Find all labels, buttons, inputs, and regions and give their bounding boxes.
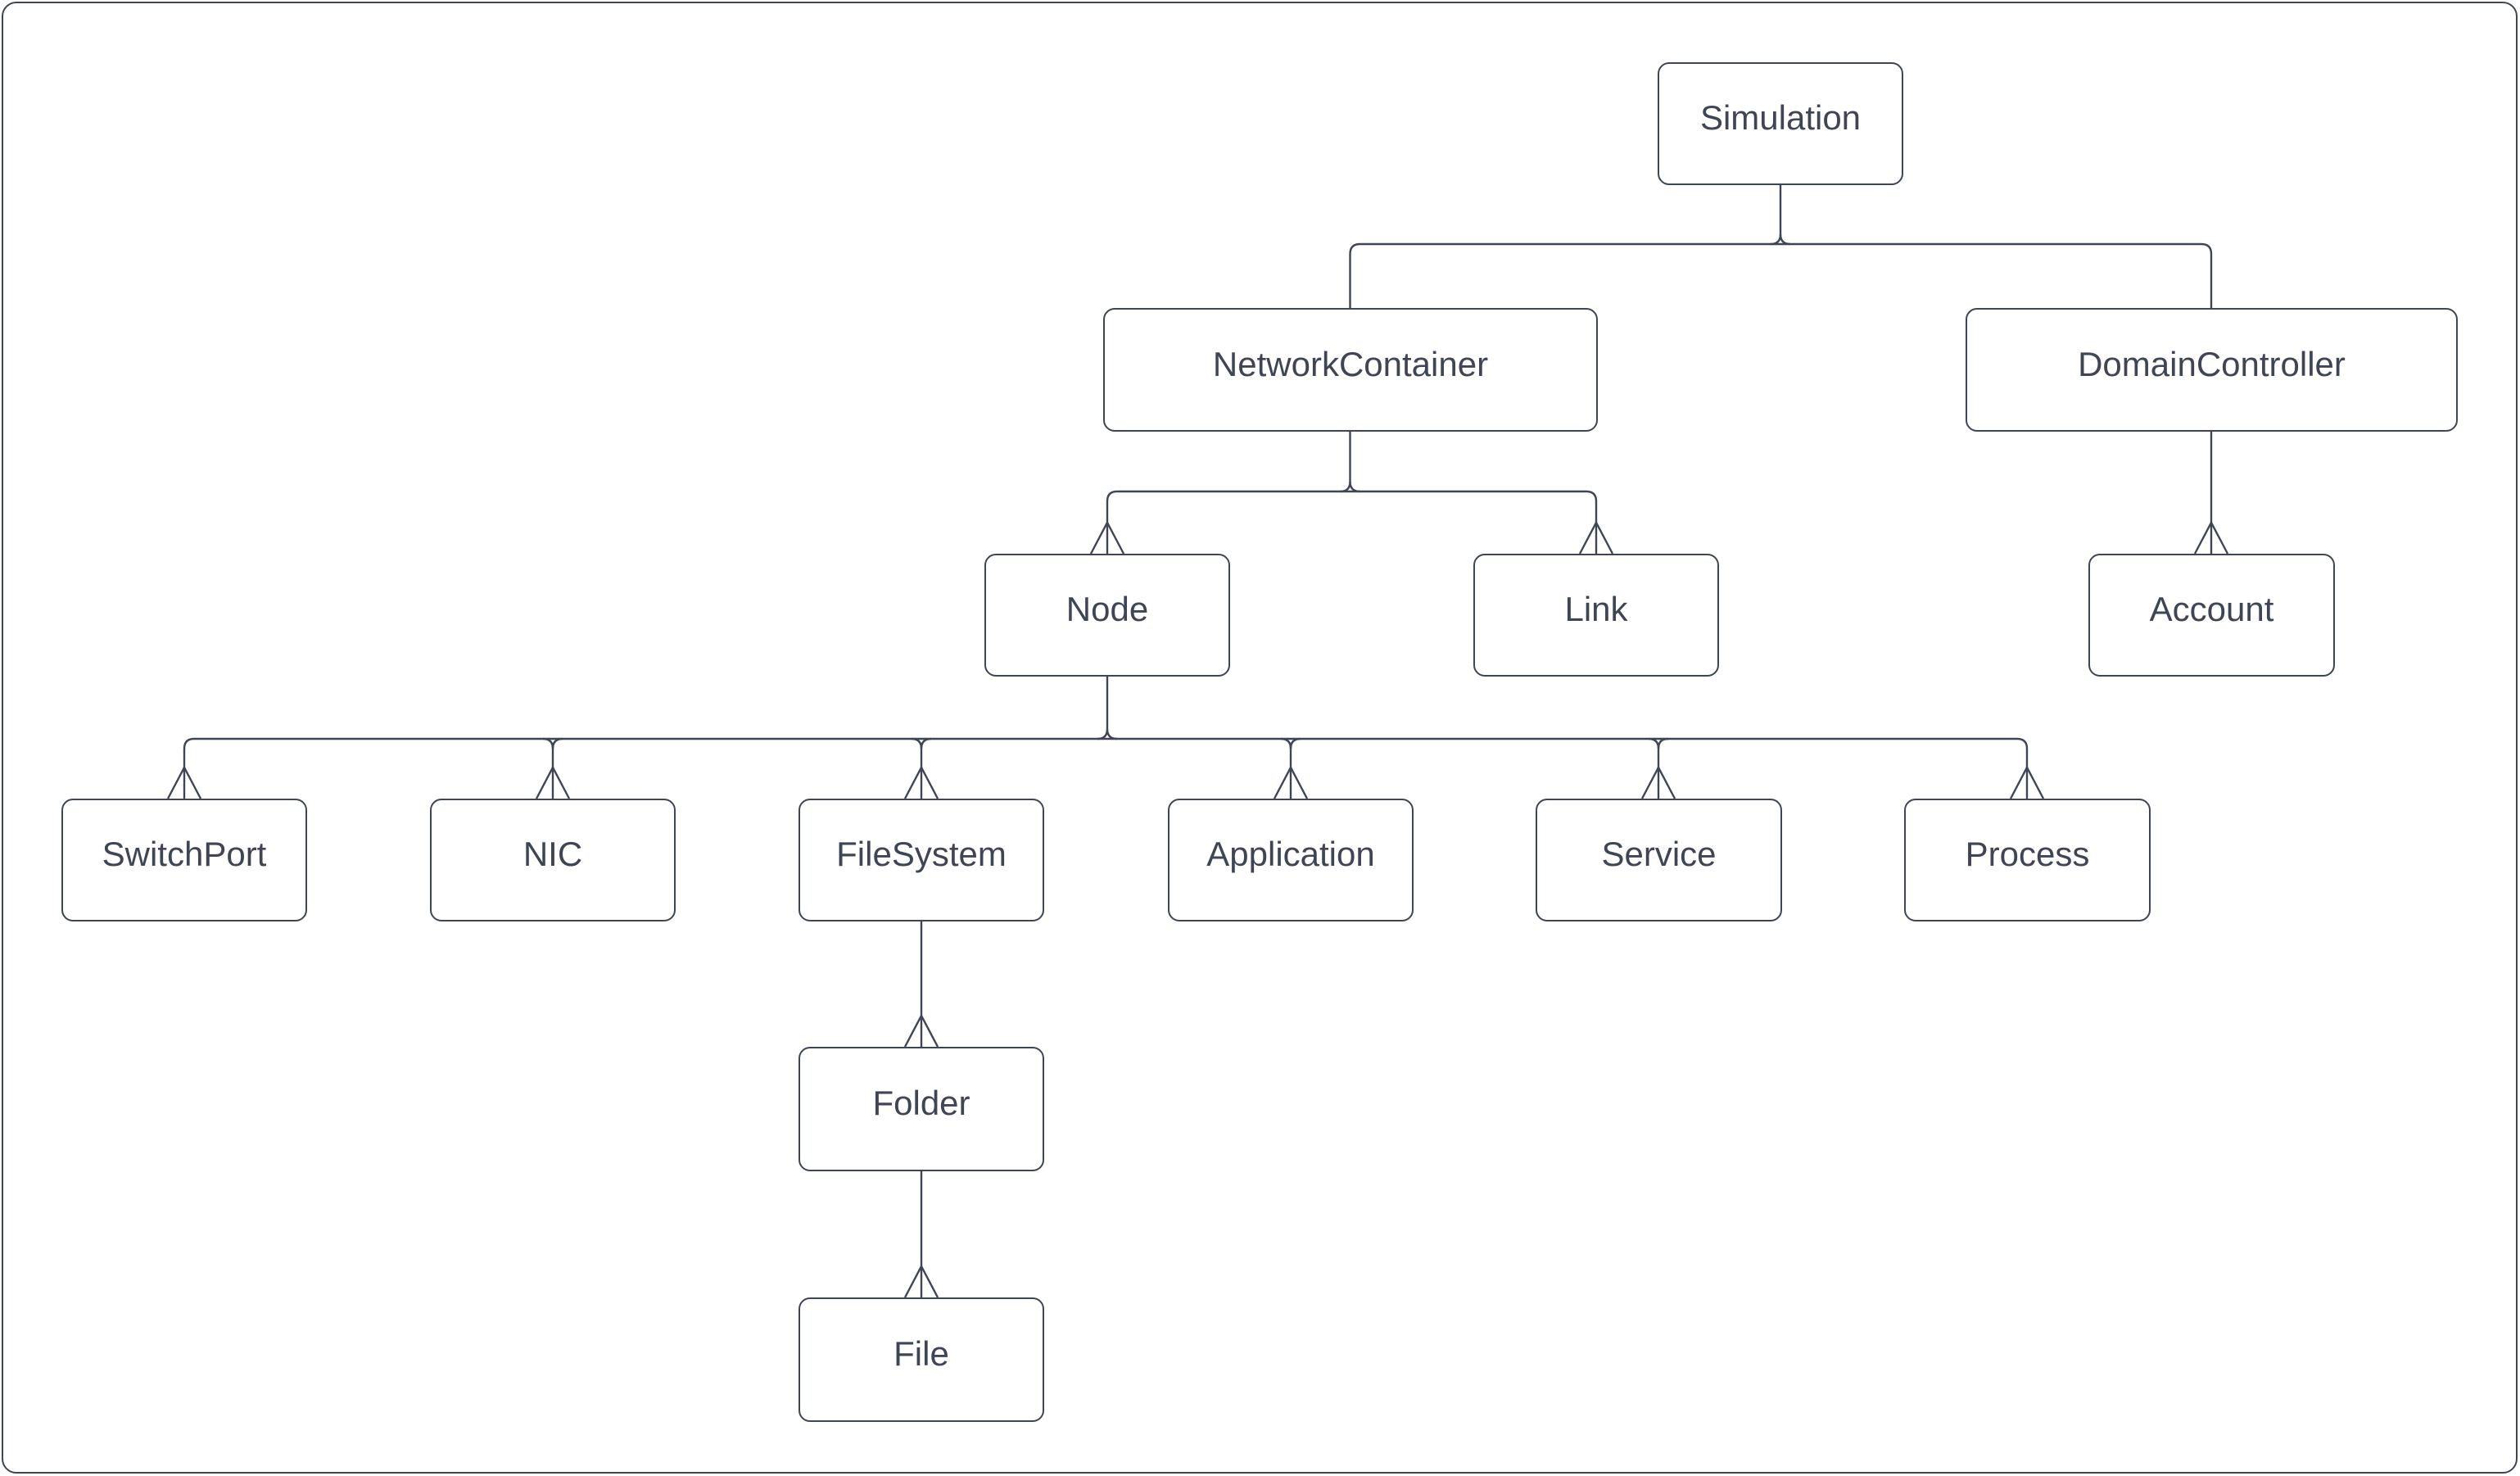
node-switchport[interactable]: SwitchPort (61, 799, 307, 921)
arrowhead-service (1640, 765, 1676, 799)
node-application[interactable]: Application (1168, 799, 1414, 921)
node-filesystem[interactable]: FileSystem (799, 799, 1044, 921)
arrowhead-nic (535, 765, 571, 799)
arrowhead-file (903, 1264, 939, 1298)
junction-flare-networkcontainer (1340, 481, 1360, 493)
junction-flare-node (1097, 728, 1118, 740)
arrowhead-switchport (166, 765, 202, 799)
arrowhead-filesystem (903, 765, 939, 799)
edge-bar-level2 (1349, 242, 2213, 308)
node-label: Service (1601, 835, 1717, 873)
node-folder[interactable]: Folder (799, 1047, 1044, 1171)
node-file[interactable]: File (799, 1297, 1044, 1422)
node-label: NIC (523, 835, 583, 873)
node-label: Process (1965, 835, 2090, 873)
node-network-container[interactable]: NetworkContainer (1103, 308, 1598, 432)
edge-bar-node-link (1106, 490, 1598, 554)
node-label: Simulation (1699, 98, 1862, 137)
arrowhead-node (1089, 520, 1125, 555)
node-label: Node (1065, 590, 1149, 628)
node-label: DomainController (2078, 344, 2346, 383)
node-domain-controller[interactable]: DomainController (1966, 308, 2458, 432)
node-label: Application (1206, 835, 1375, 873)
node-label: FileSystem (836, 835, 1007, 873)
junction-flare-simulation (1770, 233, 1791, 246)
edge-bar-level4 (183, 737, 2029, 799)
node-label: Account (2149, 590, 2274, 628)
node-nic[interactable]: NIC (430, 799, 676, 921)
node-label: Folder (872, 1084, 970, 1122)
node-process[interactable]: Process (1904, 799, 2151, 921)
node-service[interactable]: Service (1536, 799, 1782, 921)
arrowhead-process (2009, 765, 2045, 799)
node-label: File (894, 1334, 949, 1373)
node-account[interactable]: Account (2088, 554, 2335, 677)
arrowhead-folder (903, 1013, 939, 1048)
arrowhead-account (2193, 520, 2229, 555)
arrowhead-link (1578, 520, 1614, 555)
node-link[interactable]: Link (1473, 554, 1719, 677)
node-label: SwitchPort (102, 835, 267, 873)
arrowhead-application (1273, 765, 1309, 799)
node-simulation[interactable]: Simulation (1658, 62, 1903, 185)
node-label: NetworkContainer (1212, 344, 1489, 383)
node-label: Link (1564, 590, 1628, 628)
node-node[interactable]: Node (984, 554, 1230, 677)
